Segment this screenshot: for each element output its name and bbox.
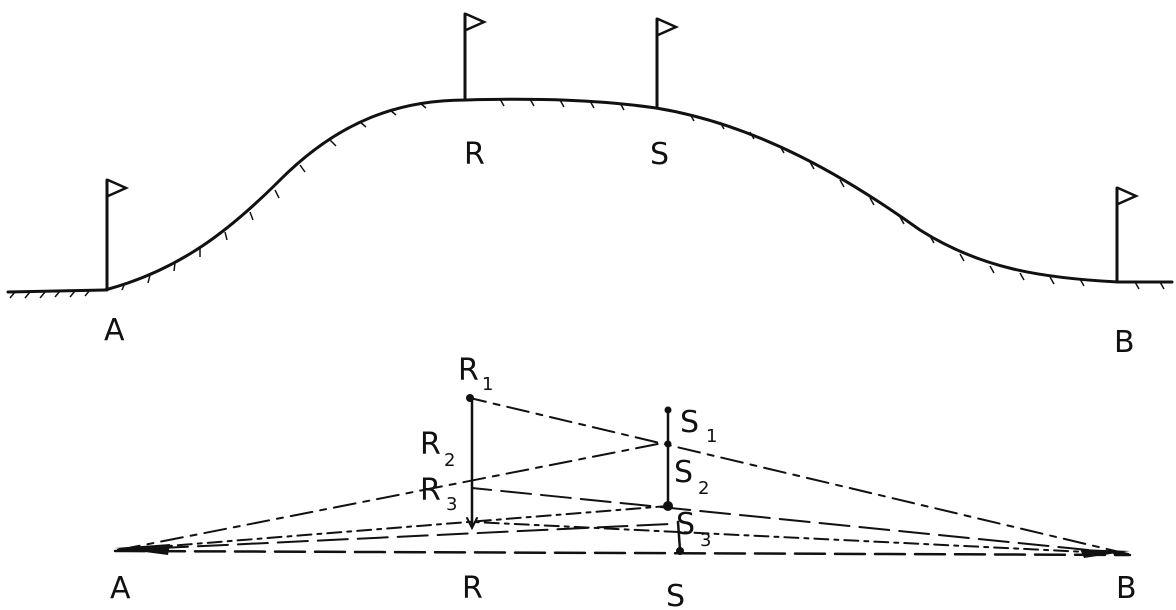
bottom-label-s: S — [666, 579, 685, 610]
ground-hatching — [9, 98, 1165, 299]
bottom-label-b: B — [1116, 571, 1137, 606]
line-a-s3 — [117, 523, 671, 551]
label-s3: S — [676, 507, 695, 542]
flag-r — [463, 12, 488, 102]
label-r2: R — [420, 427, 441, 462]
top-label-r: R — [464, 137, 485, 172]
end-marker-b — [1080, 549, 1130, 558]
ground-left — [6, 288, 107, 294]
sight-lines — [113, 397, 1132, 557]
top-label-a: A — [104, 313, 125, 348]
point-r1 — [466, 394, 474, 402]
line-a-s1 — [117, 441, 669, 551]
point-s2 — [664, 440, 672, 448]
line-b-r3 — [473, 521, 1129, 555]
r-arrow — [466, 517, 478, 531]
bottom-label-a: A — [110, 571, 131, 606]
line-a-s2 — [117, 505, 669, 551]
label-s3-sub: 3 — [700, 530, 711, 551]
line-b-r2 — [471, 487, 1129, 555]
point-s — [676, 547, 684, 555]
point-s1 — [664, 406, 672, 414]
top-label-b: B — [1114, 325, 1135, 360]
s-vertical-lower — [676, 520, 682, 552]
line-b-r1 — [469, 397, 1129, 555]
label-s2-sub: 2 — [698, 478, 709, 499]
label-s1-sub: 1 — [706, 426, 717, 447]
hill-curve — [103, 97, 1174, 292]
hill-profile — [6, 97, 1174, 299]
label-s1: S — [680, 405, 699, 440]
point-s3 — [663, 501, 673, 511]
flag-a — [105, 178, 130, 292]
flag-b — [1115, 186, 1140, 284]
points — [466, 394, 684, 555]
baseline-a-b — [113, 549, 1132, 557]
label-s2: S — [674, 455, 693, 490]
label-r3-sub: 3 — [446, 494, 457, 515]
flag-s — [655, 17, 680, 110]
bottom-label-r: R — [462, 571, 483, 606]
label-r1: R — [458, 353, 479, 388]
top-label-s: S — [650, 137, 669, 172]
end-marker-a — [115, 544, 170, 555]
label-r3: R — [420, 473, 441, 508]
label-r1-sub: 1 — [482, 374, 493, 395]
label-r2-sub: 2 — [444, 450, 455, 471]
